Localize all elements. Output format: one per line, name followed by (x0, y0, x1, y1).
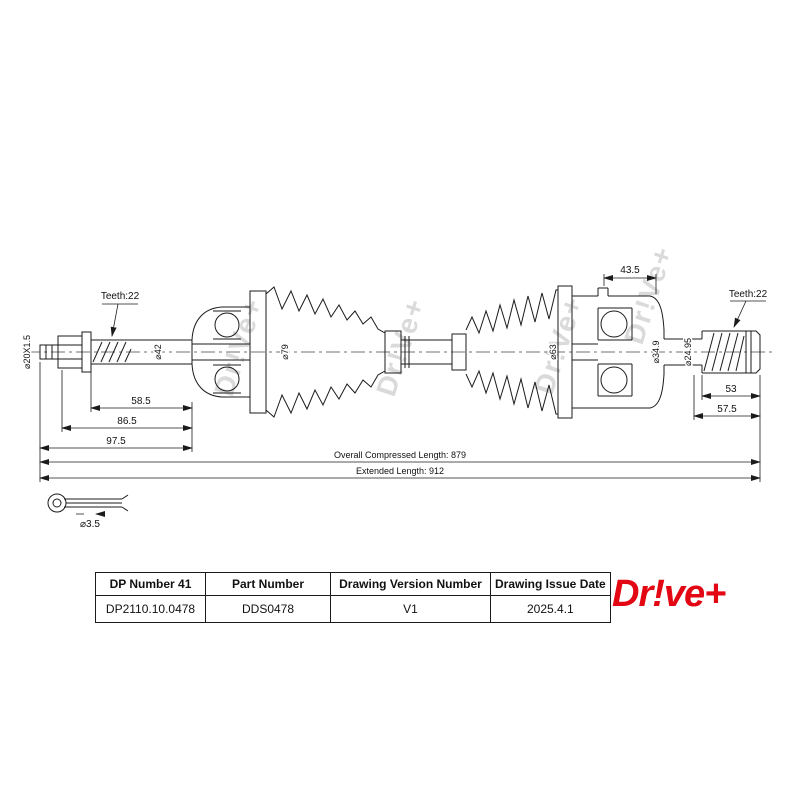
right-dim-53: 53 (725, 384, 737, 395)
drawing-version-value: V1 (330, 595, 491, 623)
watermark-layer: Dr!Ve+ Dr!Ve+ Dr!Ve+ Dr!Ve+ (208, 242, 679, 400)
title-block: DP Number 41 Part Number Drawing Version… (95, 572, 611, 623)
middle-shaft (401, 336, 452, 368)
left-boot (265, 286, 402, 418)
right-dim-57-5: 57.5 (717, 404, 737, 415)
right-splined-shaft (664, 330, 761, 374)
technical-drawing: Dr!Ve+ Dr!Ve+ Dr!Ve+ Dr!Ve+ (21, 242, 774, 532)
cotter-pin-detail (47, 493, 129, 514)
left-dim-86-5: 86.5 (117, 416, 137, 427)
right-joint-diameter-label: ⌀63 (548, 344, 558, 359)
left-dim-97-5: 97.5 (106, 436, 126, 447)
left-teeth-label: Teeth:22 (101, 291, 140, 302)
overall-compressed-length-label: Overall Compressed Length: 879 (334, 450, 466, 460)
watermark: Dr!Ve+ (528, 292, 589, 398)
title-block-value-row: DP2110.10.0478 DDS0478 V1 2025.4.1 (95, 595, 611, 623)
dp-number-value: DP2110.10.0478 (95, 595, 206, 623)
title-block-header-row: DP Number 41 Part Number Drawing Version… (95, 572, 611, 596)
drawing-version-header: Drawing Version Number (330, 572, 491, 596)
right-teeth-label: Teeth:22 (729, 289, 768, 300)
right-shaft-diameter-label: ⌀34.9 (651, 341, 661, 364)
issue-date-header: Drawing Issue Date (490, 572, 611, 596)
dp-number-header: DP Number 41 (95, 572, 206, 596)
part-number-header: Part Number (205, 572, 331, 596)
pin-diameter-label: ⌀3.5 (80, 519, 100, 530)
extended-length-label: Extended Length: 912 (356, 466, 444, 476)
brand-logo: Dr!ve+ (612, 573, 726, 615)
left-dim-58-5: 58.5 (131, 396, 151, 407)
issue-date-value: 2025.4.1 (490, 595, 611, 623)
left-cv-joint (191, 290, 267, 414)
watermark: Dr!Ve+ (618, 242, 679, 348)
drawing-labels: Teeth:22 ⌀20X1.5 ⌀42 ⌀79 58.5 86.5 97.5 … (21, 264, 770, 532)
left-shaft-diameter-label: ⌀42 (153, 344, 163, 359)
thread-diameter-label: ⌀20X1.5 (22, 335, 32, 369)
left-threaded-end (39, 331, 92, 373)
title-block-table: DP Number 41 Part Number Drawing Version… (95, 572, 611, 623)
left-boot-diameter-label: ⌀79 (280, 344, 290, 359)
right-housing-dim-43-5: 43.5 (620, 265, 640, 276)
right-boot (451, 285, 573, 419)
right-cv-joint (572, 287, 665, 409)
watermark: Dr!Ve+ (208, 294, 269, 400)
dimensions (39, 274, 766, 482)
part-number-value: DDS0478 (205, 595, 331, 623)
right-spline-diameter-label: ⌀24.95 (683, 338, 693, 366)
